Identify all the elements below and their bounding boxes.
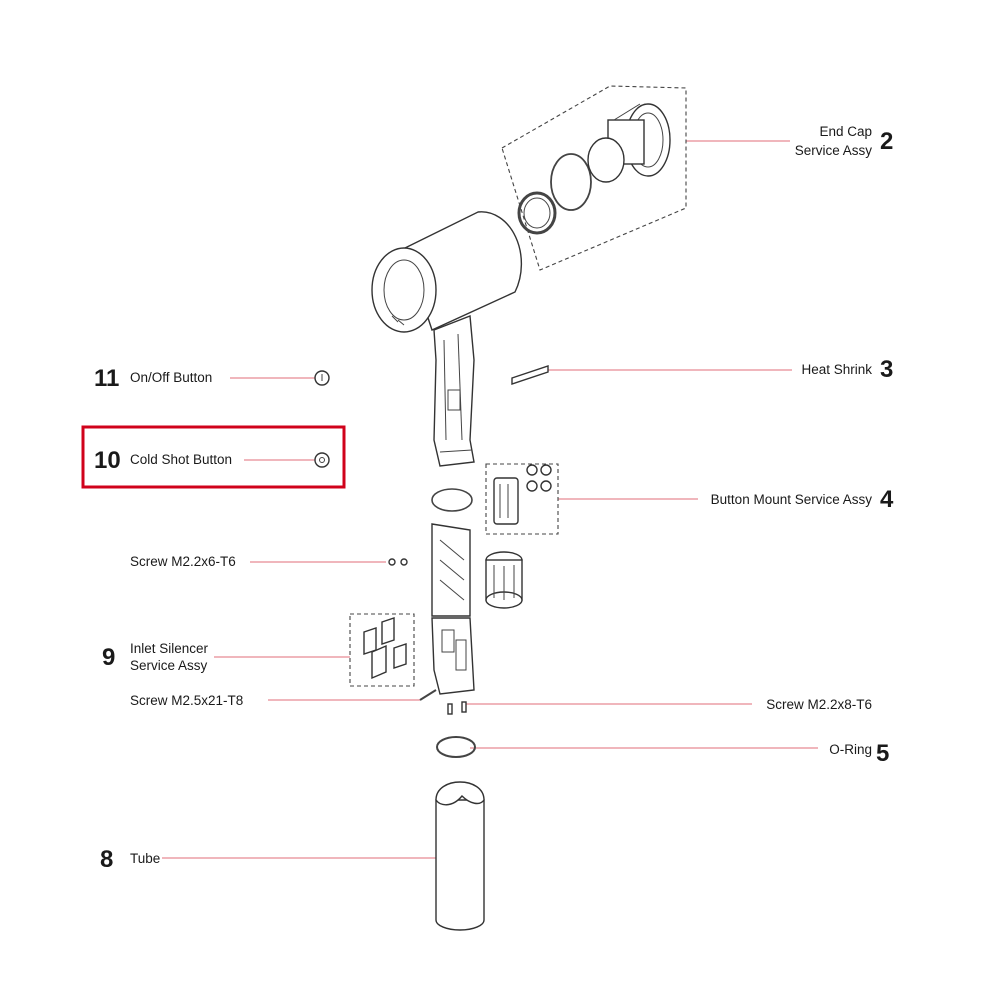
button-mount-label: Button Mount Service Assy (711, 492, 873, 507)
heat-shrink-part (511, 365, 549, 385)
cold-shot-button-part (314, 452, 330, 468)
on-off-label: On/Off Button (130, 370, 212, 385)
inlet-silencer-label-line2: Service Assy (130, 658, 208, 673)
cold-shot-number: 10 (94, 447, 121, 474)
inlet-silencer-assembly (349, 613, 415, 687)
callout-end-cap: End Cap Service Assy 2 (795, 124, 894, 158)
callout-on-off: 11 On/Off Button (94, 365, 212, 392)
on-off-number: 11 (94, 365, 119, 392)
screw-m2-5x21-label: Screw M2.5x21-T8 (130, 693, 243, 708)
screw-m2-2x6-label: Screw M2.2x6-T6 (130, 554, 236, 569)
callout-heat-shrink: Heat Shrink 3 (801, 356, 893, 383)
end-cap-label-line1: End Cap (819, 124, 872, 139)
handle-mid-section (431, 523, 471, 617)
callout-button-mount: Button Mount Service Assy 4 (711, 486, 894, 513)
tube-label: Tube (130, 851, 160, 866)
cold-shot-label: Cold Shot Button (130, 452, 232, 467)
screw-lower-parts (419, 689, 467, 715)
end-cap-label-line2: Service Assy (795, 143, 873, 158)
callout-o-ring: O-Ring 5 (829, 740, 889, 767)
heat-shrink-number: 3 (880, 356, 893, 383)
end-cap-number: 2 (880, 128, 893, 155)
leader-lines (162, 140, 818, 859)
o-ring-label: O-Ring (829, 742, 872, 757)
handle-upper-frame (433, 315, 475, 467)
motor-part (485, 551, 523, 609)
o-ring-part (436, 736, 476, 758)
inlet-silencer-label-line1: Inlet Silencer (130, 641, 209, 656)
button-mount-assembly (485, 463, 559, 535)
screw-m2-2x6-parts (388, 558, 408, 566)
tube-number: 8 (100, 846, 113, 873)
cold-shot-highlight-box (81, 425, 346, 489)
callout-tube: 8 Tube (100, 846, 160, 873)
dryer-head (371, 211, 523, 333)
handle-lower-frame (431, 617, 475, 695)
tube-part (435, 781, 485, 931)
inlet-silencer-number: 9 (102, 644, 115, 671)
screw-m2-2x8-label: Screw M2.2x8-T6 (766, 697, 872, 712)
button-mount-number: 4 (880, 486, 894, 513)
on-off-button-part (314, 370, 330, 386)
heat-shrink-label: Heat Shrink (801, 362, 872, 377)
o-ring-number: 5 (876, 740, 889, 767)
callout-cold-shot: 10 Cold Shot Button (94, 447, 232, 474)
end-cap-assembly (501, 85, 687, 271)
frame-o-ring (431, 488, 473, 512)
callout-inlet-silencer: 9 Inlet Silencer Service Assy (102, 641, 209, 673)
